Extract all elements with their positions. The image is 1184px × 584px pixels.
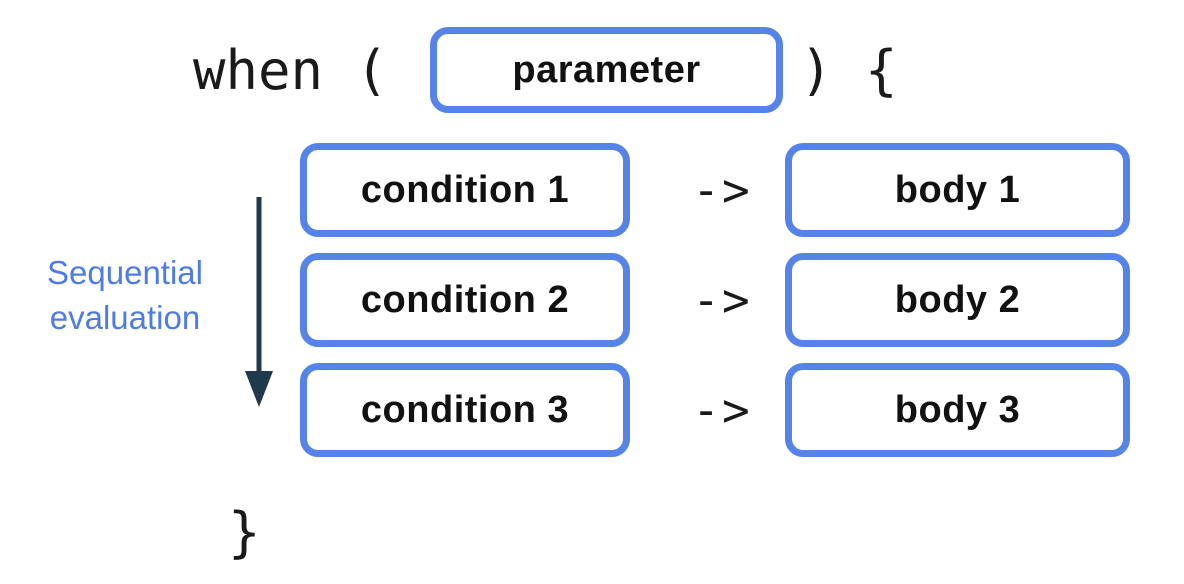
condition-3-label: condition 3 [360, 388, 570, 431]
body-1-box: body 1 [785, 143, 1130, 237]
sequential-evaluation-line2: evaluation [49, 299, 201, 336]
sequential-evaluation-arrow-icon [245, 197, 273, 407]
condition-1-box: condition 1 [300, 143, 630, 237]
code-when-open: when ( [193, 39, 389, 102]
condition-2-label: condition 2 [360, 278, 570, 321]
sequential-evaluation-line1: Sequential [47, 254, 203, 291]
arrow-operator-1: -> [692, 163, 752, 217]
arrow-operator-3: -> [692, 383, 752, 437]
condition-1-label: condition 1 [360, 168, 570, 211]
parameter-label: parameter [512, 48, 701, 91]
arrow-operator-2: -> [692, 273, 752, 327]
body-3-label: body 3 [894, 388, 1021, 431]
body-1-label: body 1 [894, 168, 1021, 211]
parameter-box: parameter [430, 27, 783, 113]
body-2-label: body 2 [894, 278, 1021, 321]
body-2-box: body 2 [785, 253, 1130, 347]
sequential-evaluation-label: Sequential evaluation [10, 250, 240, 340]
condition-2-box: condition 2 [300, 253, 630, 347]
condition-3-box: condition 3 [300, 363, 630, 457]
code-close-paren-open-brace: ) { [800, 39, 898, 102]
body-3-box: body 3 [785, 363, 1130, 457]
code-closing-brace: } [228, 501, 261, 564]
